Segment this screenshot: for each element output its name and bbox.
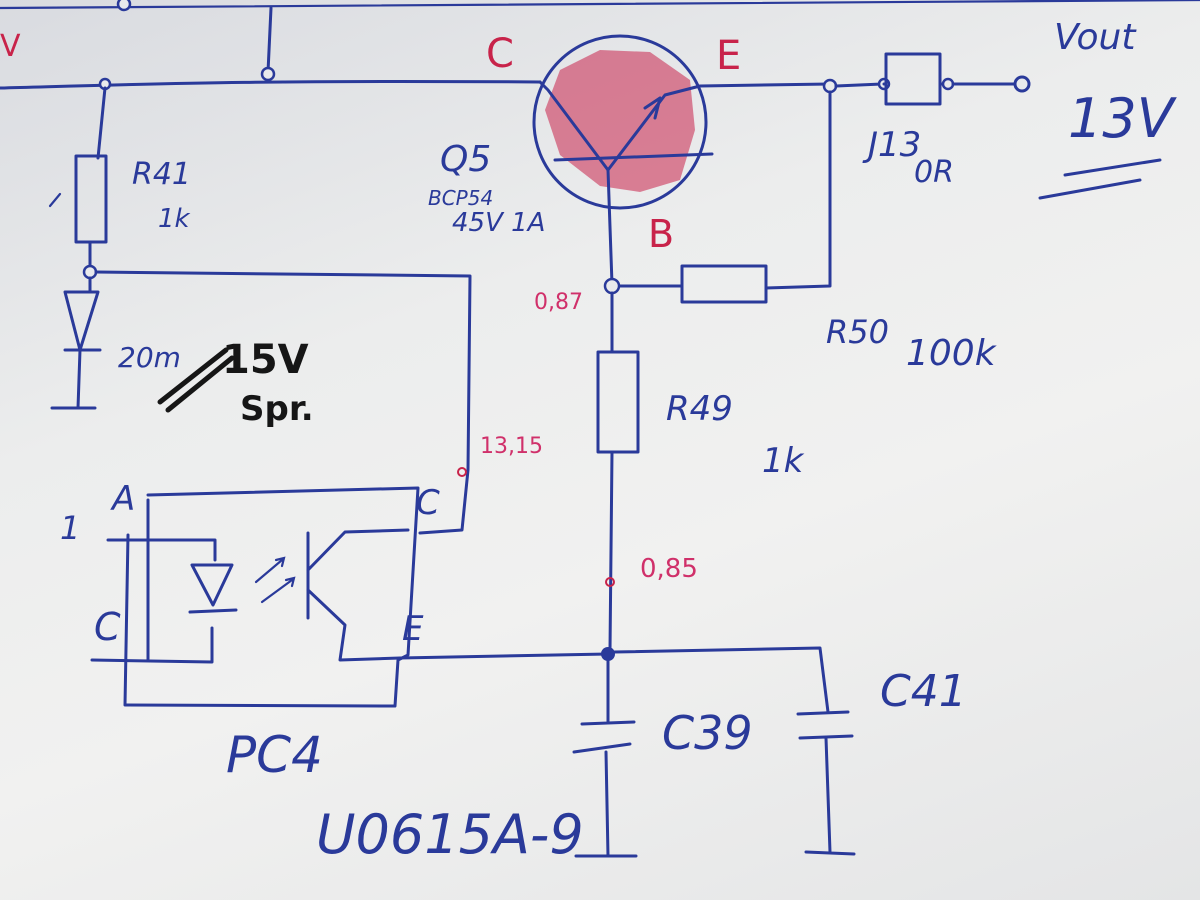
q5-ref-label: Q5 [440,139,492,180]
vout-label: Vout [1054,17,1136,58]
emitter-node [822,78,838,94]
r49-ref-label: R49 [666,389,733,429]
top-rail-wire [0,0,1200,10]
j13-left-wire [834,82,884,88]
q5-rating-label: 45V 1A [452,208,546,238]
r50-ref-label: R50 [826,313,889,351]
q5-transistor-circle [532,34,708,210]
zener-ref-label: 20m [118,341,181,374]
q5-base-pin-label: B [648,212,675,256]
c41-capacitor-symbol [612,646,856,856]
rail-link-wire [266,6,273,74]
pc4-led-symbol [188,563,238,614]
q5-part-label: BCP54 [428,186,494,210]
r41-value-label: 1k [158,204,190,234]
q5-emitter-lead [606,82,832,172]
pc4-pin-number-label: 1 [60,509,81,547]
r41-lead-top [96,86,107,160]
pc4-outline [123,486,420,708]
pc4-light-arrows [254,556,296,604]
c41-ref-label: C41 [880,666,967,717]
r41-ref-label: R41 [132,157,192,192]
opto-collector-wire [94,270,472,535]
pc4-ref-label: PC4 [226,726,323,784]
q5-base-bar [553,152,714,162]
vout-voltage-label: 13V [1068,87,1174,150]
c39-capacitor-symbol [572,658,638,858]
r50-body [680,264,768,304]
base-voltage-measurement: 0,87 [534,290,583,315]
zener-note-strike [157,347,235,413]
zener-value-label: 15V [222,337,309,383]
pc4-collector-pin-label: C [416,483,440,523]
q5-emitter-arrow [643,96,662,120]
left-stub-mark [48,192,62,208]
top-rail-node [116,0,132,12]
emitter-ground-node [601,647,615,661]
q5-emitter-pin-label: E [716,33,742,79]
pc4-cathode-wire [90,626,214,664]
r41-body [74,154,108,244]
vout-terminal [1013,75,1031,93]
zener-diode-symbol [50,276,102,410]
r49-lead-bottom [608,450,614,652]
main-rail-wire [0,79,542,90]
r49-value-label: 1k [762,441,804,481]
pc4-anode-pin-label: A [112,479,136,519]
q5-base-lead [606,168,614,286]
r41-zener-node [82,264,98,280]
r50-value-label: 100k [906,333,996,374]
rail-junction-node [260,66,276,82]
vout-underline-1 [1038,178,1142,200]
r50-right-wire [764,90,832,290]
q5-collector-pin-label: C [486,31,514,77]
pc4-part-label: U0615A-9 [316,803,584,866]
c39-ref-label: C39 [662,706,753,760]
pc4-emitter-wire [398,652,610,660]
test-point-085 [605,577,615,587]
j13-value-label: 0R [914,155,954,190]
vout-underline-2 [1063,158,1162,177]
r49-body [596,350,640,454]
base-node [603,277,621,295]
pc4-cathode-pin-label: C [94,605,121,649]
zener-note-label: Spr. [240,389,314,429]
test-point-1315 [457,467,467,477]
q5-red-hatch [545,50,695,192]
pc4-emitter-pin-label: E [402,609,424,649]
q5-collector-lead [538,80,610,172]
j13-body [884,52,942,106]
left-edge-mark: V [0,29,21,64]
j13-ref-label: J13 [868,125,922,165]
opto-collector-voltage-measurement: 13,15 [480,434,543,459]
pc4-phototransistor [306,528,410,662]
r49-bottom-voltage-measurement: 0,85 [640,554,698,584]
pc4-anode-wire [106,538,217,562]
